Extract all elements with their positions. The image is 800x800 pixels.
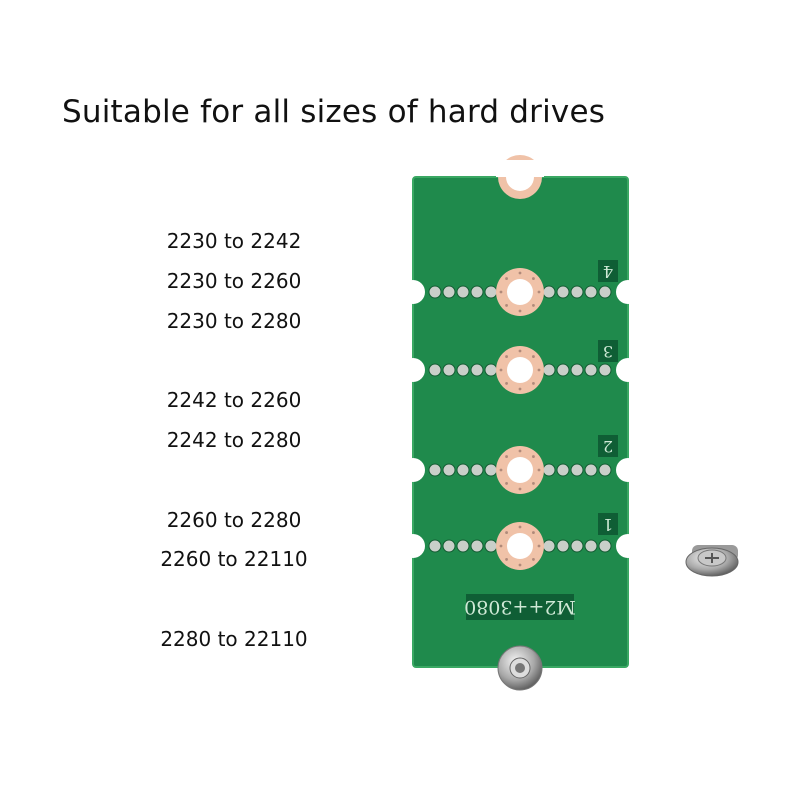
position-label-2: 2 — [603, 437, 613, 456]
mounting-row — [401, 346, 640, 394]
position-label-4: 4 — [603, 262, 613, 281]
standoff-nut — [497, 645, 543, 691]
position-labels: 4 3 2 1 — [598, 260, 618, 535]
model-label: M2++3080 — [464, 596, 576, 618]
headline: Suitable for all sizes of hard drives — [62, 94, 606, 130]
size-range-label: 2230 to 2260 — [166, 269, 302, 293]
pcb-board — [412, 155, 629, 668]
size-range-label: 2260 to 2280 — [166, 508, 302, 532]
mounting-row — [401, 446, 640, 494]
position-label-3: 3 — [603, 342, 613, 361]
size-range-label: 2230 to 2280 — [166, 309, 302, 333]
screw — [685, 545, 739, 577]
size-range-label: 2260 to 22110 — [160, 547, 308, 571]
size-range-label: 2242 to 2280 — [166, 428, 302, 452]
size-range-label: 2280 to 22110 — [160, 627, 308, 651]
mounting-row — [401, 522, 640, 570]
size-range-label: 2230 to 2242 — [166, 229, 302, 253]
mounting-row — [401, 268, 640, 316]
position-label-1: 1 — [603, 515, 613, 534]
size-range-label: 2242 to 2260 — [166, 388, 302, 412]
